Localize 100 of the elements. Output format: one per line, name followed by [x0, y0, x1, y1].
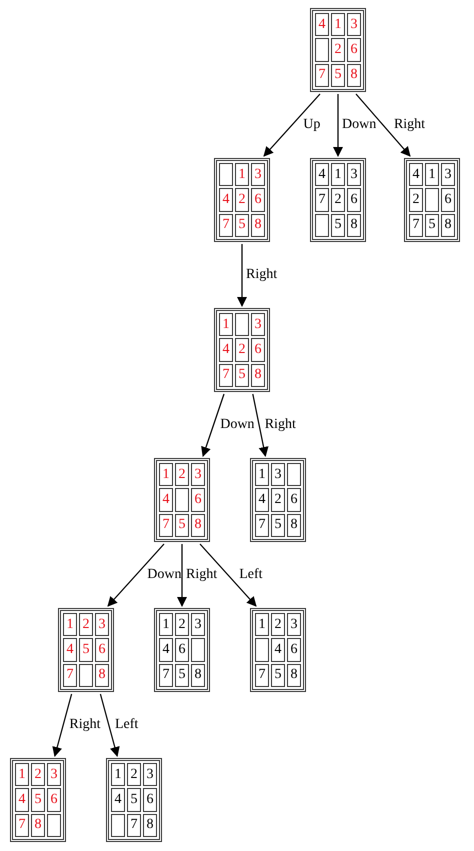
puzzle-tile [175, 488, 189, 512]
puzzle-tile: 8 [95, 664, 109, 687]
puzzle-tile: 3 [191, 463, 205, 486]
puzzle-board [214, 158, 270, 242]
puzzle-tile: 2 [127, 763, 141, 786]
arrow [356, 94, 411, 157]
puzzle-tile: 2 [31, 763, 45, 786]
puzzle-tile: 4 [219, 188, 233, 212]
puzzle-tile: 4 [111, 788, 125, 812]
edge-label: Right [245, 268, 278, 282]
puzzle-tile: 3 [143, 763, 157, 786]
puzzle-tile: 6 [287, 638, 301, 662]
puzzle-tile [425, 188, 439, 212]
edge-label: Down [146, 568, 182, 582]
puzzle-tile [235, 313, 249, 336]
puzzle-tile: 8 [191, 514, 205, 537]
puzzle-tile: 4 [315, 13, 329, 36]
puzzle-tile: 3 [191, 613, 205, 636]
arrow [107, 544, 164, 607]
puzzle-tile: 7 [219, 214, 233, 237]
arrow [263, 94, 320, 157]
puzzle-tile: 5 [425, 214, 439, 237]
puzzle-tile [47, 814, 61, 837]
puzzle-tile: 5 [127, 788, 141, 812]
puzzle-tile: 5 [331, 64, 345, 87]
puzzle-tile: 7 [315, 64, 329, 87]
puzzle-tile [191, 638, 205, 662]
puzzle-tile: 1 [219, 313, 233, 336]
puzzle-tile: 5 [175, 664, 189, 687]
puzzle-tile: 7 [15, 814, 29, 837]
arrow [333, 94, 343, 157]
puzzle-tile: 6 [95, 638, 109, 662]
puzzle-tile: 7 [255, 514, 269, 537]
puzzle-board [310, 8, 366, 92]
edge-label: Right [392, 118, 426, 132]
puzzle-tile: 6 [251, 188, 265, 212]
puzzle-tile: 7 [127, 814, 141, 837]
puzzle-tile [111, 814, 125, 837]
puzzle-tile: 5 [271, 514, 285, 537]
puzzle-tile: 1 [159, 463, 173, 486]
arrow [201, 394, 225, 457]
puzzle-tile: 2 [235, 188, 249, 212]
puzzle-tile: 4 [315, 163, 329, 186]
puzzle-tile: 5 [331, 214, 345, 237]
puzzle-tile: 1 [255, 613, 269, 636]
puzzle-tile: 7 [255, 664, 269, 687]
puzzle-tile: 8 [287, 514, 301, 537]
puzzle-tile: 8 [251, 214, 265, 237]
puzzle-tile: 3 [251, 313, 265, 336]
puzzle-tile: 3 [347, 13, 361, 36]
puzzle-tile: 5 [235, 364, 249, 387]
arrow [252, 394, 268, 457]
arrow [52, 694, 72, 757]
edge-label: Right [264, 418, 297, 432]
arrow [237, 244, 247, 307]
puzzle-tile: 6 [175, 638, 189, 662]
puzzle-tile: 1 [331, 163, 345, 186]
puzzle-tile: 3 [347, 163, 361, 186]
puzzle-tile: 2 [79, 613, 93, 636]
puzzle-board [310, 158, 366, 242]
puzzle-tile: 3 [95, 613, 109, 636]
puzzle-board [106, 758, 162, 842]
puzzle-tile: 2 [331, 38, 345, 62]
puzzle-board [250, 458, 306, 542]
edge-label: Up [302, 118, 322, 132]
puzzle-tile: 8 [251, 364, 265, 387]
puzzle-tile: 1 [15, 763, 29, 786]
puzzle-tile: 2 [409, 188, 423, 212]
edge-label: Down [219, 418, 256, 432]
puzzle-tile: 1 [111, 763, 125, 786]
puzzle-tile: 8 [347, 64, 361, 87]
puzzle-tile: 1 [425, 163, 439, 186]
puzzle-tile: 8 [191, 664, 205, 687]
puzzle-tile: 8 [441, 214, 455, 237]
puzzle-tile: 8 [347, 214, 361, 237]
puzzle-tile: 7 [409, 214, 423, 237]
puzzle-tile: 2 [331, 188, 345, 212]
puzzle-tile: 6 [47, 788, 61, 812]
arrow [100, 694, 120, 757]
puzzle-board [404, 158, 460, 242]
puzzle-tile: 2 [175, 463, 189, 486]
puzzle-tile: 6 [191, 488, 205, 512]
puzzle-tile [287, 463, 301, 486]
edge-label: Down [341, 118, 378, 132]
edge-label: Right [185, 568, 218, 582]
puzzle-tile [315, 214, 329, 237]
puzzle-tile: 7 [63, 664, 77, 687]
puzzle-tile: 1 [235, 163, 249, 186]
puzzle-tile: 4 [255, 488, 269, 512]
puzzle-tile: 2 [235, 338, 249, 362]
puzzle-tile: 2 [271, 488, 285, 512]
puzzle-tile: 1 [63, 613, 77, 636]
puzzle-tile: 6 [143, 788, 157, 812]
puzzle-board [250, 608, 306, 692]
puzzle-board [10, 758, 66, 842]
puzzle-tile: 5 [79, 638, 93, 662]
edge-label: Right [68, 718, 102, 732]
puzzle-tile: 8 [31, 814, 45, 837]
puzzle-tile: 4 [159, 638, 173, 662]
puzzle-tile: 1 [331, 13, 345, 36]
